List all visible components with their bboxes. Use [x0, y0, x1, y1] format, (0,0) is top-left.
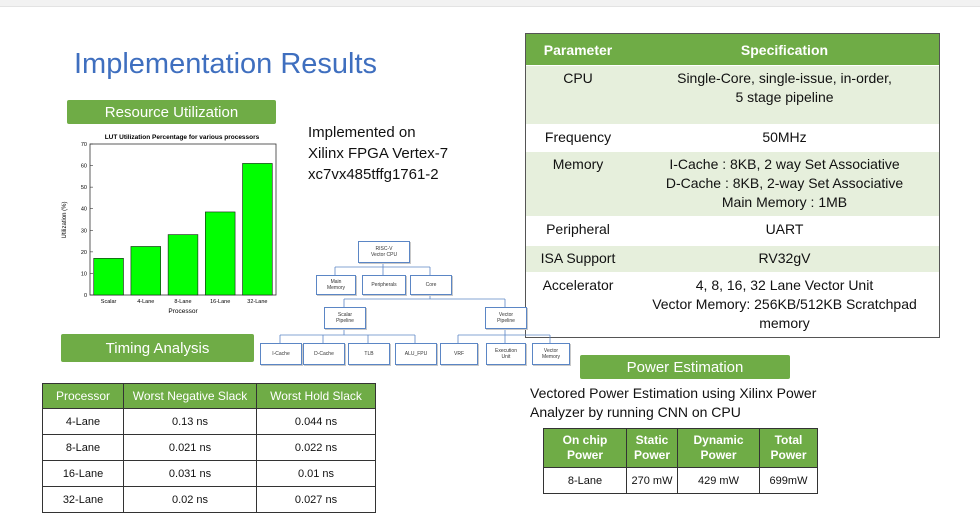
resource-utilization-label: Resource Utilization: [67, 100, 276, 124]
block-icache: I-Cache: [260, 343, 302, 365]
timing-cell: 0.01 ns: [256, 460, 376, 487]
power-header-row: On chip Power Static Power Dynamic Power…: [543, 428, 818, 468]
timing-header-row: Processor Worst Negative Slack Worst Hol…: [42, 383, 376, 409]
power-cell: 270 mW: [626, 467, 678, 494]
implementation-note: Implemented on Xilinx FPGA Vertex-7 xc7v…: [308, 124, 449, 183]
block-vector-memory: Vector Memory: [532, 343, 570, 365]
power-cell: 699mW: [759, 467, 818, 494]
chart-y-axis-label: Utilization (%): [62, 201, 68, 238]
table-row: 4-Lane 0.13 ns 0.044 ns: [42, 408, 376, 435]
spec-param: Peripheral: [526, 216, 630, 246]
chart-y-tick-label: 50: [81, 185, 87, 191]
timing-header-processor: Processor: [42, 383, 124, 409]
power-description: Vectored Power Estimation using Xilinx P…: [530, 385, 817, 420]
timing-cell: 0.021 ns: [123, 434, 257, 461]
power-header-total: Total Power: [759, 428, 818, 468]
power-header-static: Static Power: [626, 428, 678, 468]
block-main-memory: Main Memory: [316, 275, 356, 295]
block-vector-pipeline: Vector Pipeline: [485, 307, 527, 329]
timing-cell: 4-Lane: [42, 408, 124, 435]
timing-cell: 0.031 ns: [123, 460, 257, 487]
block-core: Core: [410, 275, 452, 295]
chart-y-tick-label: 10: [81, 271, 87, 277]
spec-value: I-Cache : 8KB, 2 way Set Associative D-C…: [630, 151, 939, 217]
chart-x-tick-label: 8-Lane: [174, 299, 191, 305]
diagram-connectors: [279, 261, 551, 343]
chart-bar-scalar: [93, 258, 124, 296]
table-row: 8-Lane 0.021 ns 0.022 ns: [42, 434, 376, 461]
block-scalar-pipeline: Scalar Pipeline: [324, 307, 366, 329]
spec-param: Frequency: [526, 124, 630, 152]
chart-bar-8-lane: [167, 234, 199, 296]
spec-value: RV32gV: [630, 245, 939, 273]
chart-x-tick-label: 16-Lane: [210, 299, 230, 305]
block-vrf: VRF: [440, 343, 478, 365]
timing-cell: 32-Lane: [42, 486, 124, 513]
slide-title: Implementation Results: [74, 48, 378, 80]
block-execution-unit: Execution Unit: [486, 343, 526, 365]
chart-y-tick-label: 60: [81, 164, 87, 170]
spec-table: Parameter Specification CPU Single-Core,…: [525, 33, 940, 338]
lut-utilization-chart: LUT Utilization Percentage for various p…: [58, 128, 282, 318]
spec-row: CPU Single-Core, single-issue, in-order,…: [526, 65, 939, 125]
timing-cell: 0.13 ns: [123, 408, 257, 435]
block-riscv-vector-cpu: RISC-V Vector CPU: [358, 241, 410, 263]
chart-x-tick-label: Scalar: [101, 299, 117, 305]
spec-param: CPU: [526, 65, 630, 125]
chart-x-axis-label: Processor: [168, 308, 198, 315]
timing-table: Processor Worst Negative Slack Worst Hol…: [42, 383, 376, 513]
timing-header-wns: Worst Negative Slack: [123, 383, 257, 409]
top-bar: [0, 0, 980, 7]
chart-x-tick-label: 4-Lane: [137, 299, 154, 305]
spec-row: Peripheral UART: [526, 216, 939, 246]
spec-param: ISA Support: [526, 245, 630, 273]
spec-param: Accelerator: [526, 272, 630, 337]
block-alu-fpu: ALU_FPU: [395, 343, 437, 365]
chart-y-tick-label: 70: [81, 142, 87, 148]
spec-row: ISA Support RV32gV: [526, 245, 939, 273]
chart-y-tick-label: 20: [81, 250, 87, 256]
table-row: 16-Lane 0.031 ns 0.01 ns: [42, 460, 376, 487]
timing-cell: 0.022 ns: [256, 434, 376, 461]
chart-svg: LUT Utilization Percentage for various p…: [62, 134, 277, 315]
timing-cell: 16-Lane: [42, 460, 124, 487]
block-tlb: TLB: [348, 343, 390, 365]
block-dcache: D-Cache: [303, 343, 345, 365]
chart-bar-4-lane: [130, 246, 161, 296]
power-header-onchip: On chip Power: [543, 428, 627, 468]
spec-value: 4, 8, 16, 32 Lane Vector Unit Vector Mem…: [630, 272, 939, 337]
timing-cell: 0.044 ns: [256, 408, 376, 435]
spec-row: Frequency 50MHz: [526, 124, 939, 152]
spec-header-row: Parameter Specification: [526, 34, 939, 66]
block-peripherals: Peripherals: [362, 275, 406, 295]
power-estimation-label: Power Estimation: [580, 355, 790, 379]
spec-row: Accelerator 4, 8, 16, 32 Lane Vector Uni…: [526, 272, 939, 337]
timing-cell: 0.02 ns: [123, 486, 257, 513]
chart-x-tick-label: 32-Lane: [247, 299, 267, 305]
spec-header-parameter: Parameter: [526, 34, 630, 66]
spec-header-specification: Specification: [630, 34, 939, 66]
table-row: 32-Lane 0.02 ns 0.027 ns: [42, 486, 376, 513]
chart-y-tick-label: 30: [81, 228, 87, 234]
chart-bar-16-lane: [205, 211, 236, 296]
spec-value: Single-Core, single-issue, in-order, 5 s…: [630, 65, 939, 125]
spec-row: Memory I-Cache : 8KB, 2 way Set Associat…: [526, 151, 939, 217]
power-cell: 8-Lane: [543, 467, 627, 494]
chart-y-tick-label: 0: [84, 293, 87, 299]
power-table: On chip Power Static Power Dynamic Power…: [543, 428, 818, 494]
timing-cell: 8-Lane: [42, 434, 124, 461]
timing-header-whs: Worst Hold Slack: [256, 383, 376, 409]
spec-param: Memory: [526, 151, 630, 217]
cpu-block-diagram: RISC-V Vector CPU Main Memory Peripheral…: [250, 235, 580, 370]
power-header-dynamic: Dynamic Power: [677, 428, 760, 468]
spec-value: UART: [630, 216, 939, 246]
chart-bar-32-lane: [242, 163, 273, 296]
table-row: 8-Lane 270 mW 429 mW 699mW: [543, 467, 818, 494]
power-cell: 429 mW: [677, 467, 760, 494]
timing-analysis-label: Timing Analysis: [61, 334, 254, 362]
chart-title: LUT Utilization Percentage for various p…: [105, 134, 260, 141]
timing-cell: 0.027 ns: [256, 486, 376, 513]
spec-value: 50MHz: [630, 124, 939, 152]
chart-y-tick-label: 40: [81, 207, 87, 213]
